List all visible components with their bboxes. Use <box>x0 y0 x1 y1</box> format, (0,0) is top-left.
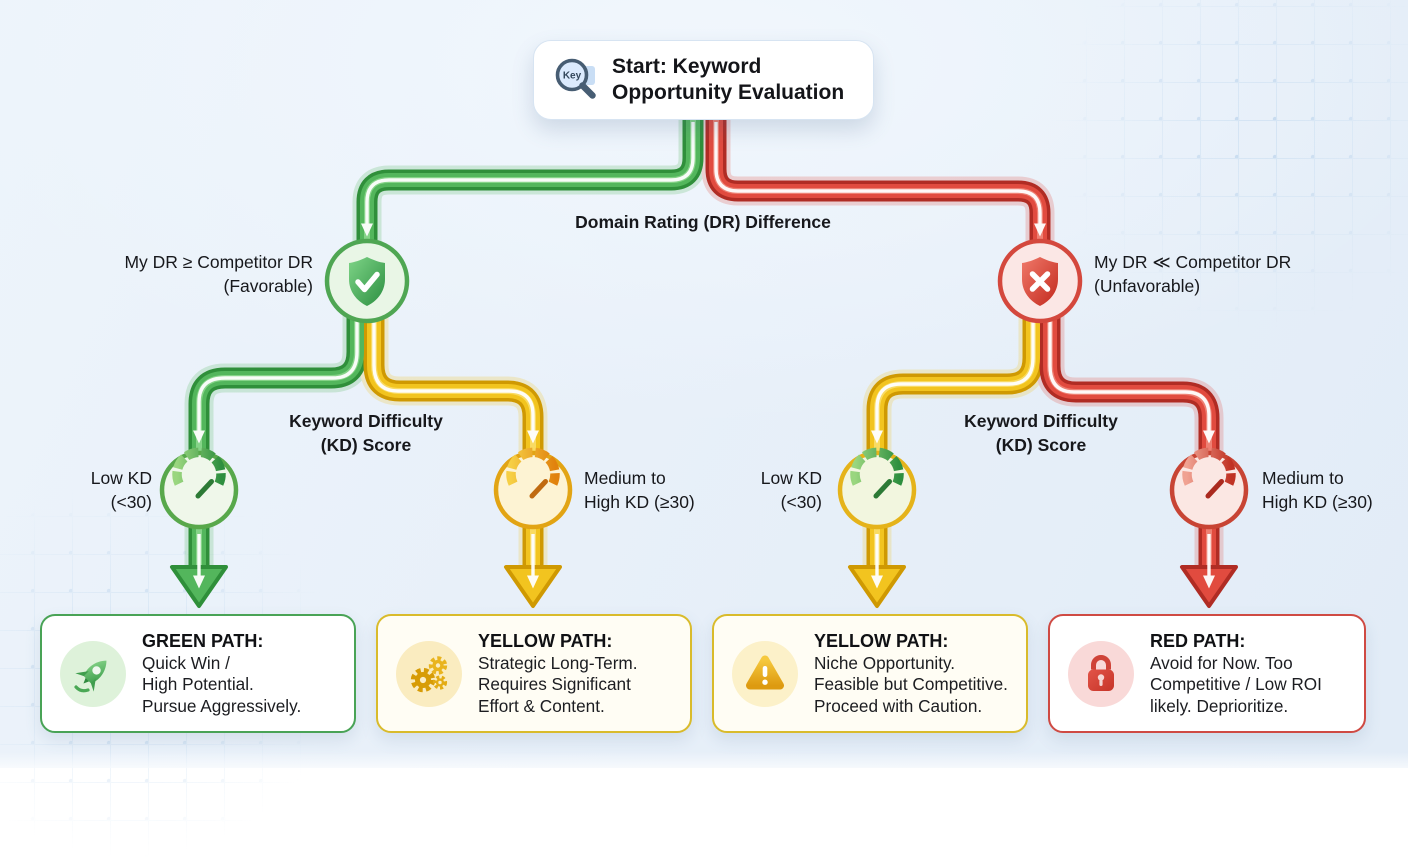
outcome-green-path: GREEN PATH: Quick Win / High Potential. … <box>40 614 356 733</box>
outcome-text: YELLOW PATH: Strategic Long-Term. Requir… <box>478 630 638 716</box>
low-kd-label-right: Low KD (<30) <box>760 468 822 512</box>
gauge-green-left-icon <box>159 447 239 530</box>
outcome-yellow-path-2: YELLOW PATH: Niche Opportunity. Feasible… <box>712 614 1028 733</box>
start-title: Start: Keyword Opportunity Evaluation <box>612 54 845 105</box>
lock-icon <box>1068 640 1134 707</box>
bottom-glow <box>0 752 1408 768</box>
terminal-arrowheads <box>170 565 1238 608</box>
high-kd-label-right: Medium to High KD (≥30) <box>1262 468 1373 512</box>
rocket-icon <box>60 640 126 707</box>
shield-check-icon <box>324 238 410 324</box>
svg-text:Key: Key <box>563 71 582 82</box>
green-pipe-main <box>360 114 700 281</box>
start-node: Key Start: Keyword Opportunity Evaluatio… <box>533 40 874 120</box>
keyword-magnifier-icon: Key <box>555 58 596 99</box>
gauge-green-right-icon <box>837 447 917 530</box>
gauge-red-right-icon <box>1169 447 1249 530</box>
outcome-text: GREEN PATH: Quick Win / High Potential. … <box>142 630 302 716</box>
flow-arrows <box>193 122 1215 589</box>
low-kd-label-left: Low KD (<30) <box>90 468 152 512</box>
warning-icon <box>732 640 798 707</box>
kd-score-label-left: Keyword Difficulty (KD) Score <box>289 411 443 455</box>
outcome-yellow-path-1: YELLOW PATH: Strategic Long-Term. Requir… <box>376 614 692 733</box>
unfavorable-condition-label: My DR ≪ Competitor DR (Unfavorable) <box>1094 252 1292 296</box>
red-pipe-main <box>709 114 1047 281</box>
kd-score-label-right: Keyword Difficulty (KD) Score <box>964 411 1118 455</box>
gauge-yellow-left-icon <box>493 447 573 530</box>
outcome-text: YELLOW PATH: Niche Opportunity. Feasible… <box>814 630 1008 716</box>
gears-icon <box>396 640 462 707</box>
outcome-text: RED PATH: Avoid for Now. Too Competitive… <box>1150 630 1322 716</box>
connector-pipes <box>159 114 1249 608</box>
outcome-red-path: RED PATH: Avoid for Now. Too Competitive… <box>1048 614 1366 733</box>
shield-x-icon <box>997 238 1083 324</box>
dr-difference-label: Domain Rating (DR) Difference <box>575 212 831 232</box>
favorable-condition-label: My DR ≥ Competitor DR (Favorable) <box>124 252 313 296</box>
high-kd-label-left: Medium to High KD (≥30) <box>584 468 695 512</box>
